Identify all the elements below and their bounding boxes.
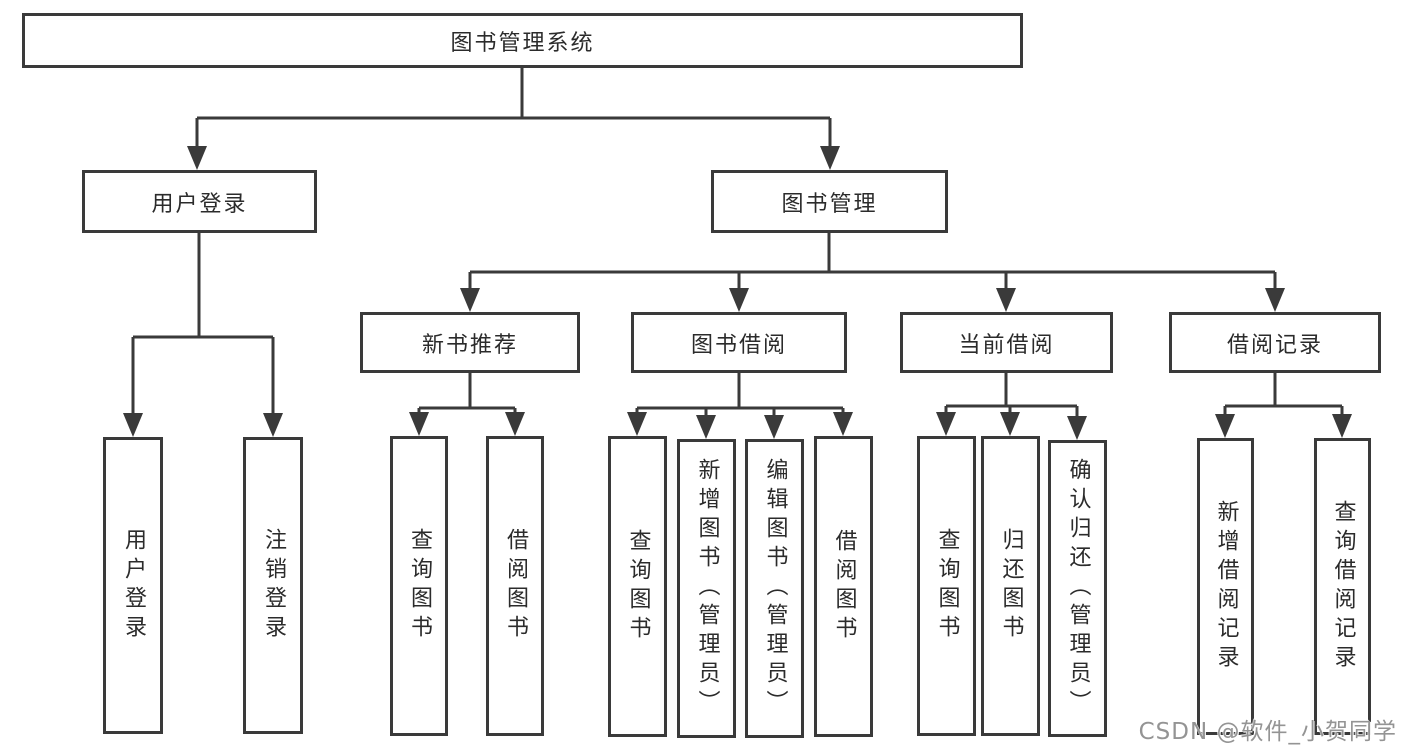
- leaf-borrow-add-book-admin: 新增图书（管理员）: [677, 439, 736, 738]
- leaf-borrow-borrow-book-label: 借阅图书: [831, 528, 857, 645]
- connector-user-login: [131, 233, 275, 417]
- node-root: 图书管理系统: [22, 13, 1023, 68]
- node-book-borrow-label: 图书借阅: [690, 332, 787, 358]
- leaf-records-add-record: 新增借阅记录: [1197, 438, 1254, 735]
- leaf-records-add-record-label: 新增借阅记录: [1213, 499, 1239, 674]
- node-current-borrow: 当前借阅: [900, 312, 1113, 373]
- node-borrow-records: 借阅记录: [1169, 312, 1381, 373]
- leaf-user-login: 用户登录: [103, 437, 163, 734]
- watermark: CSDN @软件_小贺同学: [1138, 719, 1397, 745]
- connector-current-borrow: [944, 373, 1079, 419]
- connector-borrow-records: [1223, 373, 1344, 418]
- leaf-current-return-book-label: 归还图书: [998, 528, 1024, 644]
- leaf-borrow-query-book: 查询图书: [608, 436, 667, 737]
- connector-new-book: [417, 373, 517, 417]
- leaf-newbook-borrow-book-label: 借阅图书: [503, 528, 528, 644]
- connector-book-borrow: [635, 373, 845, 419]
- node-root-label: 图书管理系统: [450, 30, 595, 56]
- leaf-logout-label: 注销登录: [261, 527, 286, 644]
- leaf-borrow-borrow-book: 借阅图书: [814, 436, 873, 737]
- leaf-current-query-book-label: 查询图书: [934, 528, 960, 644]
- leaf-borrow-edit-book-admin-label: 编辑图书（管理员）: [762, 458, 788, 719]
- node-new-book-recommend-label: 新书推荐: [421, 332, 518, 358]
- node-book-management-label: 图书管理: [781, 191, 878, 217]
- connector-book-management: [468, 233, 1277, 292]
- arrowheads: [123, 146, 1352, 440]
- connector-root: [195, 68, 832, 150]
- leaf-borrow-add-book-admin-label: 新增图书（管理员）: [694, 458, 720, 719]
- node-current-borrow-label: 当前借阅: [958, 332, 1055, 358]
- leaf-newbook-query-book: 查询图书: [390, 436, 448, 736]
- node-user-login: 用户登录: [82, 170, 317, 233]
- leaf-current-confirm-return-admin: 确认归还（管理员）: [1048, 440, 1107, 737]
- leaf-logout: 注销登录: [243, 437, 303, 734]
- node-book-borrow: 图书借阅: [631, 312, 847, 373]
- leaf-records-query-record-label: 查询借阅记录: [1330, 499, 1356, 674]
- node-new-book-recommend: 新书推荐: [360, 312, 580, 373]
- leaf-current-return-book: 归还图书: [981, 436, 1040, 736]
- leaf-newbook-query-book-label: 查询图书: [407, 528, 432, 644]
- leaf-borrow-edit-book-admin: 编辑图书（管理员）: [745, 439, 804, 738]
- node-book-management: 图书管理: [711, 170, 948, 233]
- leaf-records-query-record: 查询借阅记录: [1314, 438, 1371, 735]
- leaf-current-query-book: 查询图书: [917, 436, 976, 736]
- leaf-borrow-query-book-label: 查询图书: [625, 528, 651, 645]
- node-user-login-label: 用户登录: [151, 191, 248, 217]
- leaf-newbook-borrow-book: 借阅图书: [486, 436, 544, 736]
- node-borrow-records-label: 借阅记录: [1226, 332, 1323, 358]
- leaf-user-login-label: 用户登录: [121, 527, 146, 644]
- leaf-current-confirm-return-admin-label: 确认归还（管理员）: [1065, 458, 1091, 719]
